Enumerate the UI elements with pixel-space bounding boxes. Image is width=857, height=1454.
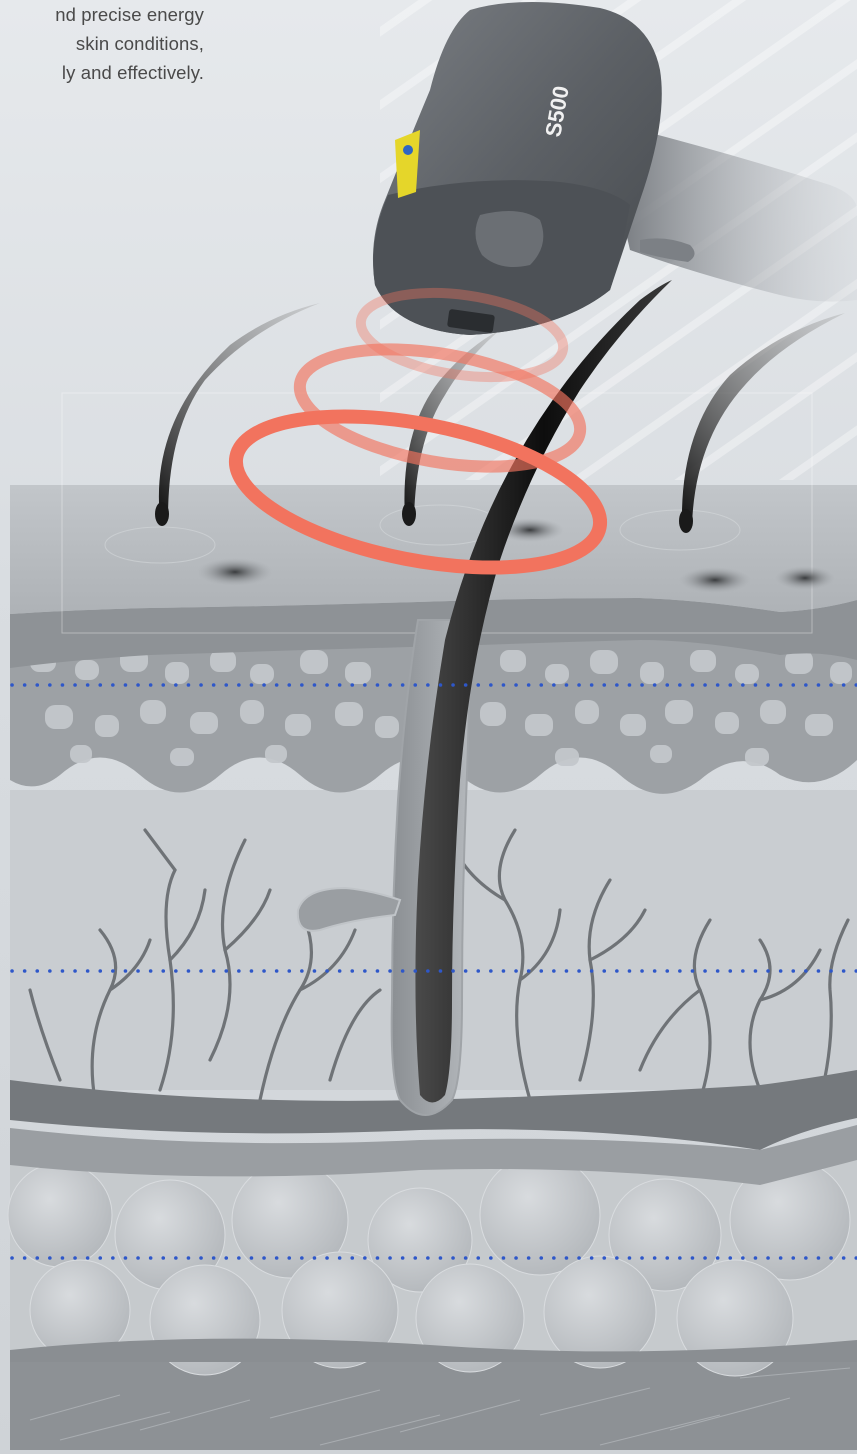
description-line-2: skin conditions, [0,29,204,58]
warning-label-icon [403,145,413,155]
description-line-1: nd precise energy [0,0,204,29]
description-line-3: ly and effectively. [0,58,204,87]
skin-surface [10,485,857,614]
warning-label [395,130,420,198]
description-text: nd precise energy skin conditions, ly an… [0,0,210,87]
